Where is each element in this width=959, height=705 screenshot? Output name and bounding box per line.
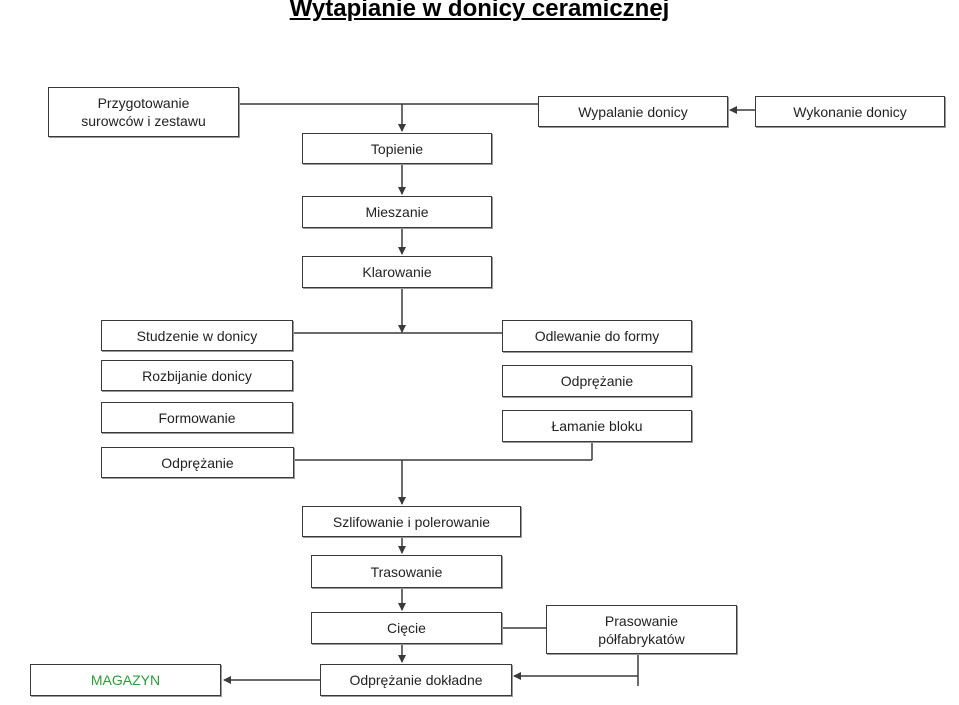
node-wypalanie: Wypalanie donicy bbox=[538, 96, 728, 127]
node-studzenie: Studzenie w donicy bbox=[101, 320, 293, 351]
node-klarowanie: Klarowanie bbox=[302, 256, 492, 288]
node-trasowanie: Trasowanie bbox=[311, 555, 502, 588]
node-szlifowanie: Szlifowanie i polerowanie bbox=[302, 506, 521, 537]
node-wykonanie: Wykonanie donicy bbox=[755, 96, 945, 127]
node-ciecie: Cięcie bbox=[311, 612, 502, 644]
node-topienie: Topienie bbox=[302, 133, 492, 164]
diagram-title: Wytapianie w donicy ceramicznej bbox=[289, 0, 670, 22]
node-rozbijanie: Rozbijanie donicy bbox=[101, 360, 293, 391]
node-odlewanie: Odlewanie do formy bbox=[502, 320, 692, 352]
node-odprezanie-dokladne: Odprężanie dokładne bbox=[320, 664, 512, 696]
node-mieszanie: Mieszanie bbox=[302, 196, 492, 228]
node-przygotowanie: Przygotowanie surowców i zestawu bbox=[48, 87, 239, 137]
node-magazyn: MAGAZYN bbox=[30, 664, 221, 696]
node-odprezanie-left: Odprężanie bbox=[101, 447, 294, 478]
node-lamanie: Łamanie bloku bbox=[502, 410, 692, 442]
node-odprezanie-right: Odprężanie bbox=[502, 365, 692, 397]
node-prasowanie: Prasowanie półfabrykatów bbox=[546, 605, 737, 654]
node-formowanie: Formowanie bbox=[101, 402, 293, 433]
